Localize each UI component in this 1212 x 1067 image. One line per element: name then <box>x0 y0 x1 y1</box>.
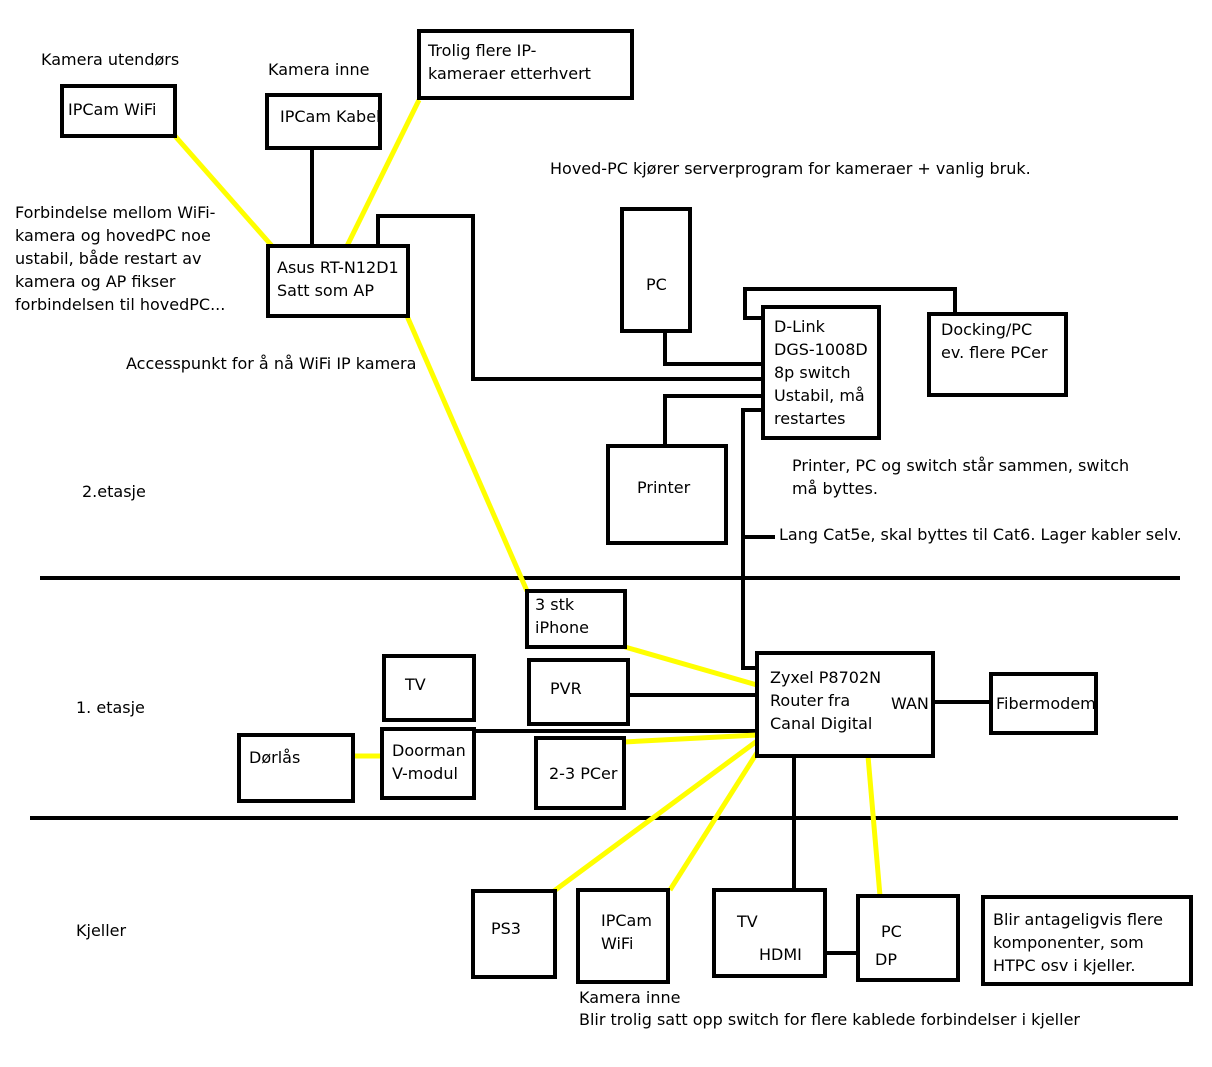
note-basement-switch: Blir trolig satt opp switch for flere ka… <box>579 1010 1080 1029</box>
wifi-ps3-router <box>552 738 759 894</box>
device-label: D-Link DGS-1008D 8p switch Ustabil, må r… <box>774 317 868 428</box>
note-main-pc: Hoved-PC kjører serverprogram for kamera… <box>550 159 1031 178</box>
router-wan-port-label: WAN <box>891 694 929 713</box>
wifi-asus-iphone <box>404 315 530 592</box>
wifi-ipcam-outdoor-asus <box>173 134 274 248</box>
device-label: Doorman V-modul <box>392 741 466 783</box>
device-label: 2-3 PCer <box>549 764 618 783</box>
link-docking-dlink <box>743 287 957 320</box>
floor-label-first: 1. etasje <box>76 698 145 717</box>
device-pc-basement[interactable]: PC DP <box>856 894 960 982</box>
device-label: Printer <box>637 478 691 497</box>
device-ipcam-cable[interactable]: IPCam Kabel <box>265 93 382 150</box>
note-switch-replace: Printer, PC og switch står sammen, switc… <box>792 456 1130 498</box>
note-label: Blir antageligvis flere komponenter, som… <box>993 910 1163 975</box>
caption-indoor-camera: Kamera inne <box>268 60 370 79</box>
link-asus-dlink <box>376 214 763 381</box>
wifi-ipcam-basement-router <box>667 746 763 892</box>
device-label: PC <box>881 922 902 941</box>
device-label: 3 stk iPhone <box>535 595 590 637</box>
device-printer[interactable]: Printer <box>606 444 728 545</box>
floor-label-basement: Kjeller <box>76 921 127 940</box>
floor-label-second: 2.etasje <box>82 482 146 501</box>
device-label: PC <box>646 275 667 294</box>
device-more-cameras[interactable]: Trolig flere IP- kameraer etterhvert <box>417 29 634 100</box>
device-zyxel-router[interactable]: Zyxel P8702N Router fra Canal Digital WA… <box>755 651 935 758</box>
device-label: TV <box>737 912 758 931</box>
device-label: Dørlås <box>249 748 301 767</box>
link-pc-dlink <box>663 332 763 366</box>
device-label: IPCam WiFi <box>68 100 157 119</box>
device-door-lock[interactable]: Dørlås <box>237 733 355 803</box>
device-ps3[interactable]: PS3 <box>471 889 557 979</box>
wifi-pc-basement-router <box>865 755 883 897</box>
device-fibermodem[interactable]: Fibermodem <box>989 672 1098 735</box>
device-ipcam-wifi-basement[interactable]: IPCam WiFi <box>576 888 670 984</box>
device-label: Fibermodem <box>996 694 1096 713</box>
device-tv-first-floor[interactable]: TV <box>382 654 476 722</box>
device-label: IPCam WiFi <box>601 911 652 953</box>
device-label: PVR <box>550 679 582 698</box>
device-pcs-first-floor[interactable]: 2-3 PCer <box>534 736 626 810</box>
tv-hdmi-port-label: HDMI <box>759 945 802 964</box>
wifi-iphone-router <box>624 644 758 688</box>
note-access-point: Accesspunkt for å nå WiFi IP kamera <box>126 354 417 373</box>
device-ipcam-wifi-outdoor[interactable]: IPCam WiFi <box>60 84 177 138</box>
device-asus-access-point[interactable]: Asus RT-N12D1 Satt som AP <box>266 244 410 318</box>
device-label: Zyxel P8702N Router fra Canal Digital <box>770 668 882 733</box>
link-dlink-router-cat5e <box>741 408 763 670</box>
caption-outdoor-camera: Kamera utendørs <box>41 50 180 69</box>
device-pvr[interactable]: PVR <box>527 658 630 726</box>
pc-dp-port-label: DP <box>875 950 897 969</box>
device-doorman-module[interactable]: Doorman V-modul <box>380 727 476 800</box>
note-cable: Lang Cat5e, skal byttes til Cat6. Lager … <box>779 525 1182 544</box>
device-tv-basement[interactable]: TV HDMI <box>712 888 827 978</box>
caption-basement-camera: Kamera inne <box>579 988 681 1007</box>
link-printer-dlink <box>663 394 763 446</box>
device-label: Trolig flere IP- kameraer etterhvert <box>428 41 591 83</box>
device-docking-pc[interactable]: Docking/PC ev. flere PCer <box>927 312 1068 397</box>
note-future-components: Blir antageligvis flere komponenter, som… <box>981 895 1193 986</box>
wifi-pcs-router <box>623 732 758 745</box>
device-label: PS3 <box>491 919 521 938</box>
device-dlink-switch[interactable]: D-Link DGS-1008D 8p switch Ustabil, må r… <box>761 305 881 440</box>
wifi-more-cams-asus <box>344 98 422 248</box>
device-label: IPCam Kabel <box>280 107 381 126</box>
device-label: Asus RT-N12D1 Satt som AP <box>277 258 399 300</box>
device-label: Docking/PC ev. flere PCer <box>941 320 1048 362</box>
device-label: TV <box>405 675 426 694</box>
device-iphones[interactable]: 3 stk iPhone <box>525 589 627 649</box>
note-wifi-unstable: Forbindelse mellom WiFi- kamera og hoved… <box>15 203 226 314</box>
device-main-pc[interactable]: PC <box>620 207 692 333</box>
